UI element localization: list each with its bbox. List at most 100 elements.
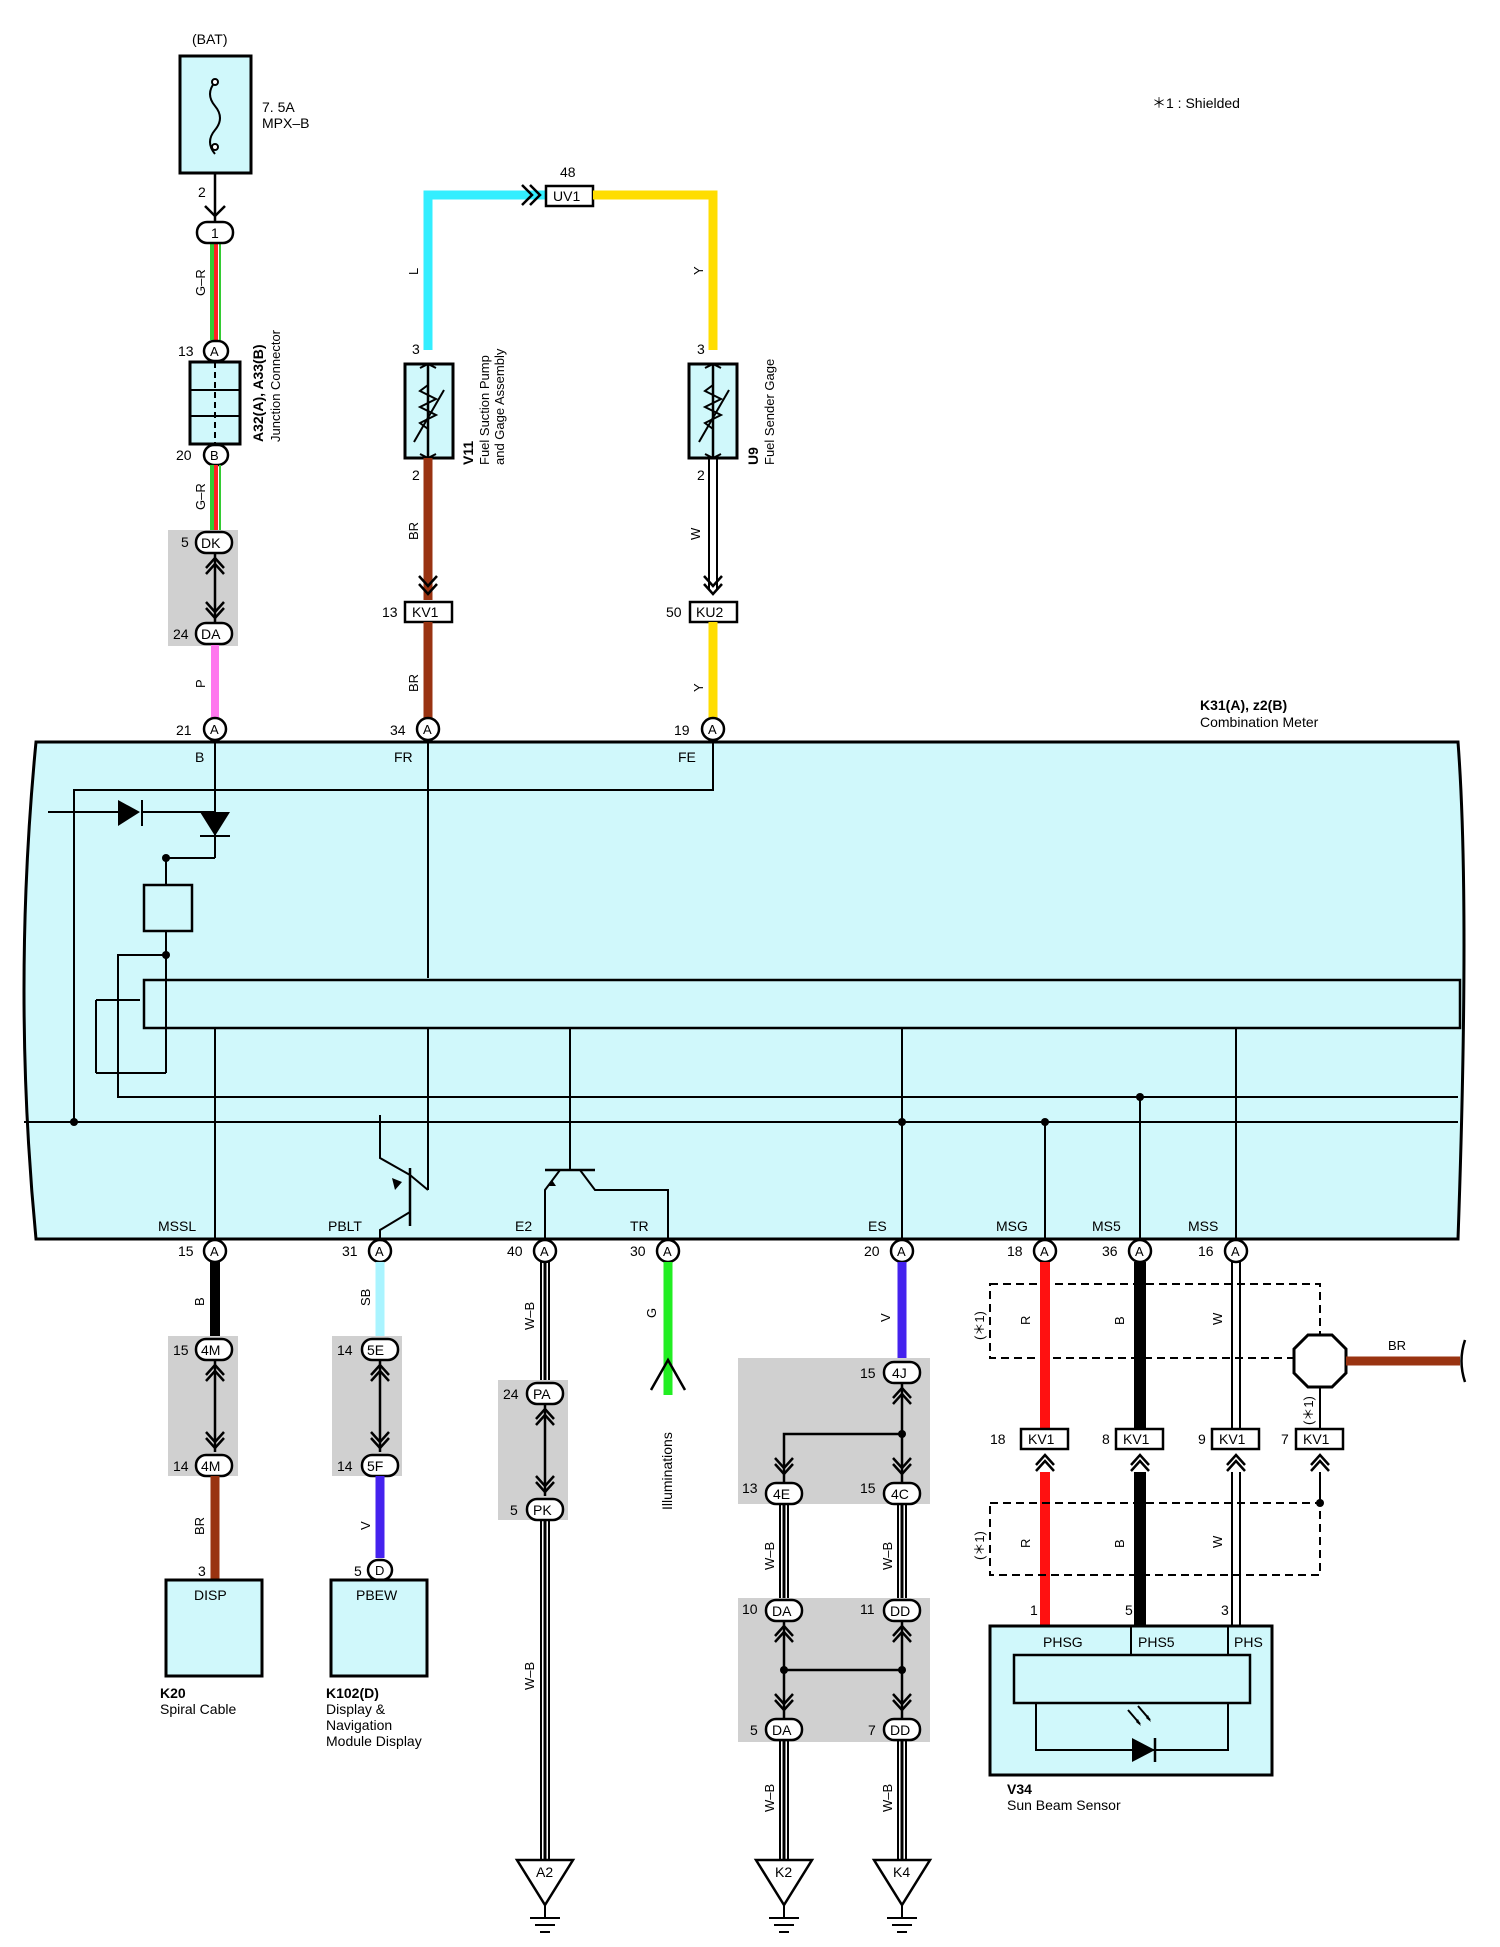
inline5-pin: 7 <box>1281 1431 1289 1447</box>
wire-label-v-k102: V <box>358 1521 373 1530</box>
svg-text:31: 31 <box>342 1243 358 1259</box>
shield-lower <box>989 1502 1321 1576</box>
gb-4e-arrow-icon <box>774 1457 794 1476</box>
gb3-pin: 10 <box>742 1601 758 1617</box>
jp2-n1: 5E <box>367 1342 384 1358</box>
svg-text:A: A <box>540 1244 549 1259</box>
bottom-label-ms5: MS5 <box>1092 1218 1121 1234</box>
v34-p2: 5 <box>1125 1602 1133 1618</box>
v34-name: Sun Beam Sensor <box>1007 1797 1121 1813</box>
svg-text:B: B <box>195 749 204 765</box>
wire-wb-e2-lower <box>540 1520 550 1860</box>
wire-label-p: P <box>193 679 208 688</box>
v11-resistor-icon <box>417 384 439 430</box>
shield-mark-lower: (＊1) <box>972 1531 987 1560</box>
uv1-name: UV1 <box>553 188 580 204</box>
wire-label-w-upper: W <box>1210 1312 1225 1325</box>
fuse-rating: 7. 5A <box>262 99 295 115</box>
v34-t2: PHS5 <box>1138 1634 1175 1650</box>
bottom-label-e2: E2 <box>515 1218 532 1234</box>
gb-4c-arrow-icon <box>892 1457 912 1476</box>
svg-text:FR: FR <box>394 749 413 765</box>
wire-gr-2 <box>210 465 221 530</box>
jp0-n1: DK <box>201 535 221 551</box>
jp3-up-arrow-icon <box>535 1407 555 1426</box>
combination-meter-body <box>22 740 1466 1241</box>
gb1-pin: 13 <box>742 1480 758 1496</box>
wire-gr-1 <box>210 243 221 340</box>
wire-wb-k2 <box>779 1740 789 1860</box>
gb0-name: 4J <box>892 1365 907 1381</box>
jp2-up-arrow-icon <box>370 1363 390 1382</box>
svg-text:36: 36 <box>1102 1243 1118 1259</box>
bottom-label-tr: TR <box>630 1218 649 1234</box>
k102-box-label: PBEW <box>356 1587 398 1603</box>
connector-1-label: 1 <box>211 225 219 241</box>
jp3-n2: PK <box>533 1502 552 1518</box>
wire-wb-e2 <box>540 1262 550 1380</box>
inline3-name: KV1 <box>1123 1431 1150 1447</box>
v34-p3: 3 <box>1221 1602 1229 1618</box>
inline4-pin: 9 <box>1198 1431 1206 1447</box>
v11-variable-arrow-icon <box>413 389 445 443</box>
jp2-p2: 14 <box>337 1458 353 1474</box>
top-pin-b: 21 A B <box>176 716 228 765</box>
kv1-18-arrow-icon <box>1035 1453 1055 1472</box>
jp0-up-arrow-icon <box>205 556 225 575</box>
u9-id: U9 <box>745 447 761 465</box>
wire-label-wb-6: W–B <box>880 1784 895 1812</box>
kv1-8-arrow-icon <box>1130 1453 1150 1472</box>
v11-name1: Fuel Suction Pump <box>477 355 492 465</box>
svg-text:34: 34 <box>390 722 406 738</box>
k102-box <box>329 1578 429 1678</box>
wire-wb-k4 <box>897 1740 907 1860</box>
svg-text:16: 16 <box>1198 1243 1214 1259</box>
gb2-pin: 15 <box>860 1480 876 1496</box>
gb-4j-arrow-icon <box>892 1386 912 1405</box>
top-pin-fe: 19 A FE <box>674 716 726 765</box>
meter-diode-1-icon <box>118 800 140 826</box>
inline1-name: KU2 <box>696 604 723 620</box>
wire-label-y-top: Y <box>691 266 706 275</box>
kv1-7-connector <box>1294 1427 1345 1451</box>
kv1-9-arrow-icon <box>1226 1453 1246 1472</box>
v34-photodiode-icon <box>1127 1705 1157 1762</box>
ground-k4-label: K4 <box>893 1864 910 1880</box>
v11-id: V11 <box>460 441 476 465</box>
bottom-label-pblt: PBLT <box>328 1218 362 1234</box>
wire-wb-4e <box>779 1504 789 1598</box>
v34-id: V34 <box>1007 1781 1032 1797</box>
wire-label-r-upper: R <box>1018 1316 1033 1325</box>
junction-id: A32(A), A33(B) <box>250 345 266 443</box>
junction-pin-bottom: 20 <box>176 447 192 463</box>
svg-text:A: A <box>897 1244 906 1259</box>
u9-variable-arrow-icon <box>698 389 730 443</box>
jp1-p1: 15 <box>173 1342 189 1358</box>
wire-label-y-bottom: Y <box>691 683 706 692</box>
k102-pin-term: D <box>375 1563 384 1578</box>
jp3-p1: 24 <box>503 1386 519 1402</box>
junction-pin-top: 13 <box>178 343 194 359</box>
svg-text:18: 18 <box>1007 1243 1023 1259</box>
wire-y-top <box>593 190 718 350</box>
wire-label-wb-4: W–B <box>880 1542 895 1570</box>
wire-label-g: G <box>644 1308 659 1318</box>
uv1-arrow-icon <box>521 184 542 206</box>
inline0-name: KV1 <box>412 604 439 620</box>
shield-mark-upper: (＊1) <box>972 1311 987 1340</box>
wire-label-b-upper: B <box>1112 1316 1127 1325</box>
k102-pin: 5 <box>354 1563 362 1579</box>
wire-l <box>423 190 545 350</box>
inline3-pin: 8 <box>1102 1431 1110 1447</box>
inline2-pin: 18 <box>990 1431 1006 1447</box>
wire-label-br-1: BR <box>406 522 421 540</box>
wire-label-v-es: V <box>878 1313 893 1322</box>
jp0-p1: 5 <box>181 534 189 550</box>
fuse-element-icon <box>209 81 221 155</box>
svg-text:15: 15 <box>178 1243 194 1259</box>
jp3-p2: 5 <box>510 1502 518 1518</box>
